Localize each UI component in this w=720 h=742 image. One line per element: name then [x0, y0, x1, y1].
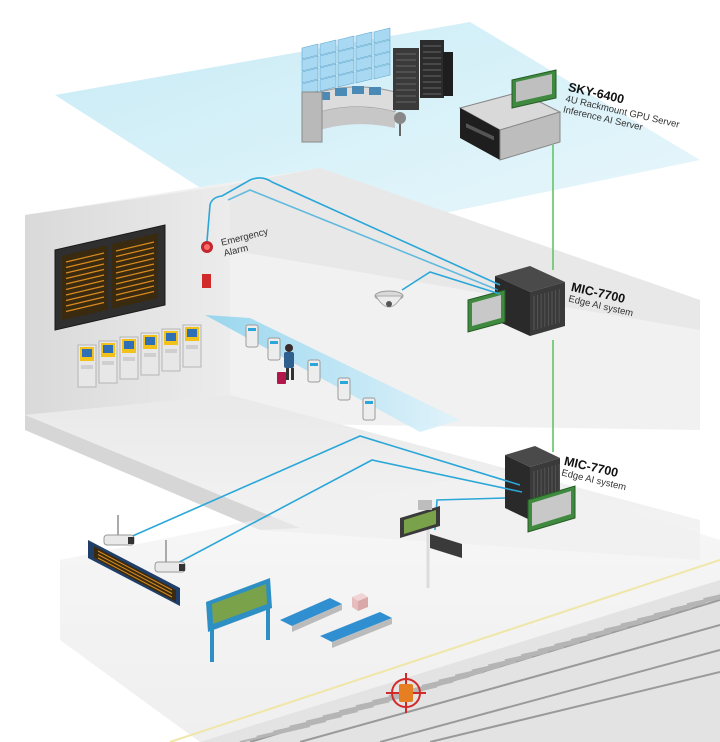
warning-target-icon [386, 673, 426, 713]
gpu-card-icon [511, 69, 557, 109]
fire-alarm-icon [202, 274, 211, 288]
bullet-camera-icon [103, 515, 135, 546]
bullet-camera-icon [154, 540, 186, 573]
rail-track-icon [200, 580, 720, 742]
gpu-card-icon [527, 485, 576, 533]
departure-board-icon [54, 224, 166, 331]
ticket-gate-icon [245, 324, 376, 421]
passenger-icon [277, 344, 294, 384]
bench-icon [280, 598, 342, 632]
info-board-icon [206, 578, 272, 662]
video-wall-icon [301, 27, 391, 96]
platform-sign-icon [400, 500, 462, 588]
bench-icon [320, 612, 392, 648]
dome-camera-icon [374, 290, 404, 308]
ticket-machine-icon [77, 324, 202, 388]
server-rack-icon [393, 40, 453, 110]
gpu-card-icon [467, 289, 506, 333]
led-sign-icon [88, 540, 180, 606]
package-icon [352, 593, 368, 611]
control-desk-icon [301, 86, 406, 143]
emergency-alarm-icon [201, 241, 213, 253]
